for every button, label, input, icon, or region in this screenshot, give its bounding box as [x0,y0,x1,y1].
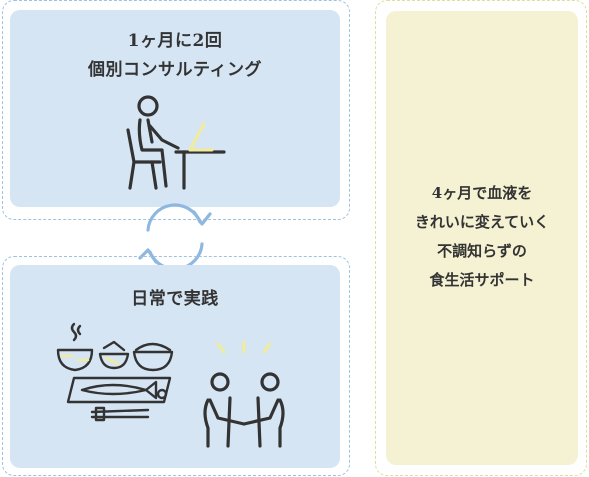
practice-title: 日常で実践 [131,289,219,309]
practice-box-border [2,256,350,476]
summary-line-1: 4ヶ月で血液を [431,184,533,202]
consulting-title-line2: 個別コンサルティング [88,60,262,80]
person-at-desk-icon [126,95,226,190]
consulting-title-line1: 1ヶ月に2回 [127,31,223,51]
two-people-icon [203,340,285,448]
summary-line-4: 食生活サポート [429,271,535,289]
japanese-meal-icon [56,322,174,422]
summary-box [386,11,578,465]
consulting-box [10,10,340,207]
summary-box-border [375,0,587,476]
summary-line-2: きれいに変えていく [414,213,550,231]
summary-line-3: 不調知らずの [437,242,527,260]
consulting-box-border [2,0,350,220]
